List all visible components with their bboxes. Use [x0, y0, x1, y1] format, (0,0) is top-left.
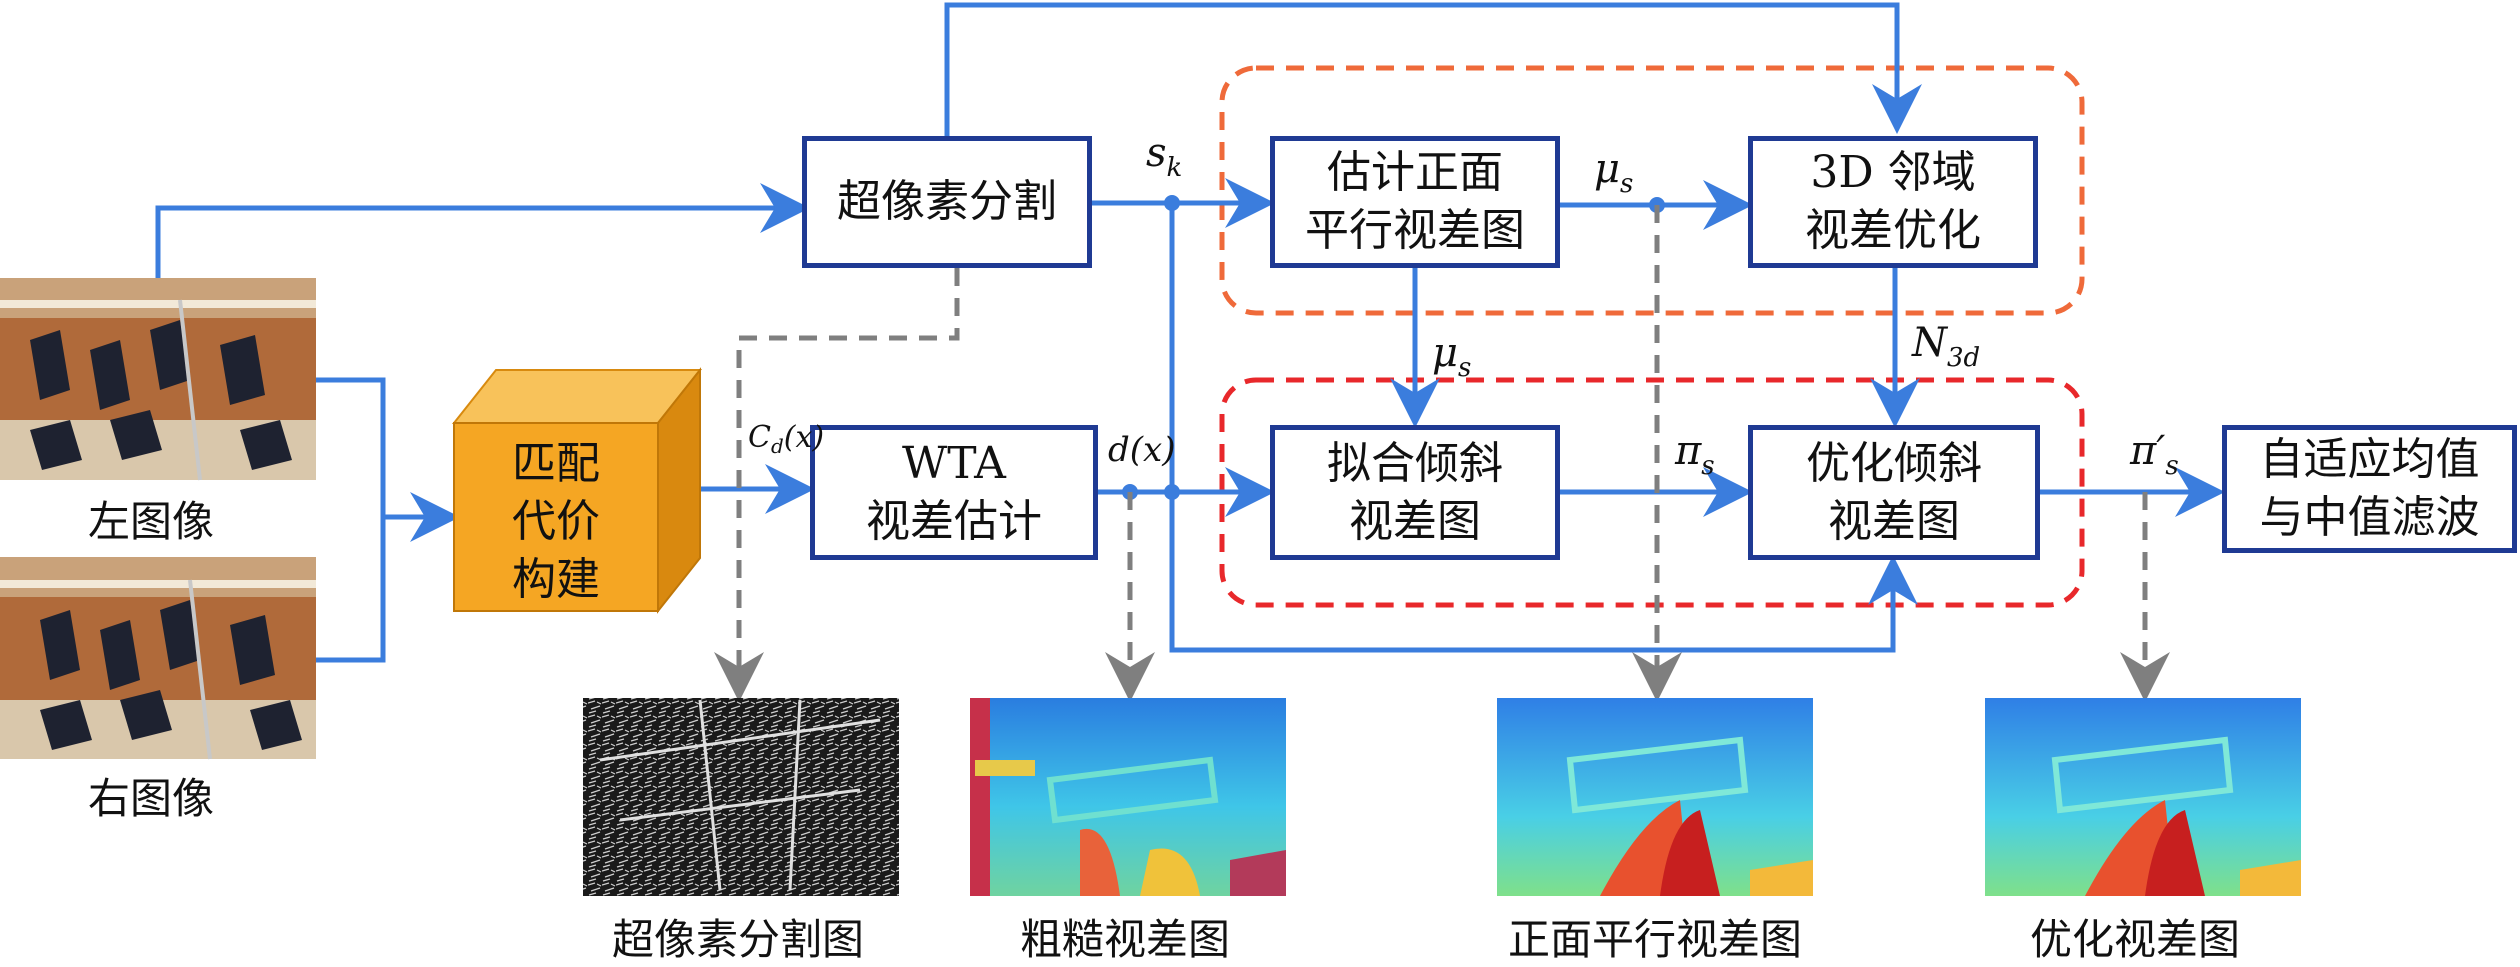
- optimized-disparity-label: 优化视差图: [2030, 915, 2241, 964]
- cost-volume-cube: [451, 367, 703, 614]
- optimize-slant-box: 优化倾斜 视差图: [1748, 425, 2040, 560]
- right-image-label: 右图像: [88, 774, 215, 823]
- superpixel-map-label: 超像素分割图: [612, 915, 865, 964]
- cost-volume-label: 匹配 代价 构建: [512, 438, 600, 605]
- fit-slant-box: 拟合倾斜 视差图: [1270, 425, 1560, 560]
- wta-disparity-box: WTA 视差估计: [810, 425, 1098, 560]
- fronto-disparity-label: 正面平行视差图: [1508, 915, 1803, 964]
- superpixel-map-image: [583, 698, 899, 896]
- neighborhood-optimize-box: 3D 邻域 视差优化: [1748, 136, 2038, 268]
- coarse-disparity-label: 粗糙视差图: [1020, 915, 1231, 964]
- symbol-d-x: d(x): [1108, 430, 1176, 470]
- symbol-mu-s-top: μs: [1594, 146, 1634, 199]
- superpixel-segmentation-box: 超像素分割: [802, 136, 1092, 268]
- left-image: [0, 278, 316, 481]
- symbol-pi-s-prime: π′s: [2130, 428, 2179, 481]
- left-image-label: 左图像: [88, 497, 215, 546]
- symbol-pi-s: πs: [1675, 428, 1715, 481]
- optimized-disparity-image: [1985, 698, 2301, 896]
- adaptive-filter-box: 自适应均值 与中值滤波: [2222, 425, 2517, 553]
- right-image: [0, 557, 316, 760]
- symbol-mu-s-mid: μs: [1432, 330, 1472, 383]
- fronto-parallel-image: [1497, 698, 1813, 896]
- slant-group-dashed: [1219, 377, 2085, 608]
- symbol-c-d: Cd(x): [748, 420, 825, 458]
- estimation-group-dashed: [1219, 65, 2085, 316]
- estimate-fronto-box: 估计正面 平行视差图: [1270, 136, 1560, 268]
- symbol-s-k: sk: [1146, 130, 1183, 183]
- coarse-disparity-image: [970, 698, 1286, 896]
- symbol-n-3d: N3d: [1912, 320, 1981, 373]
